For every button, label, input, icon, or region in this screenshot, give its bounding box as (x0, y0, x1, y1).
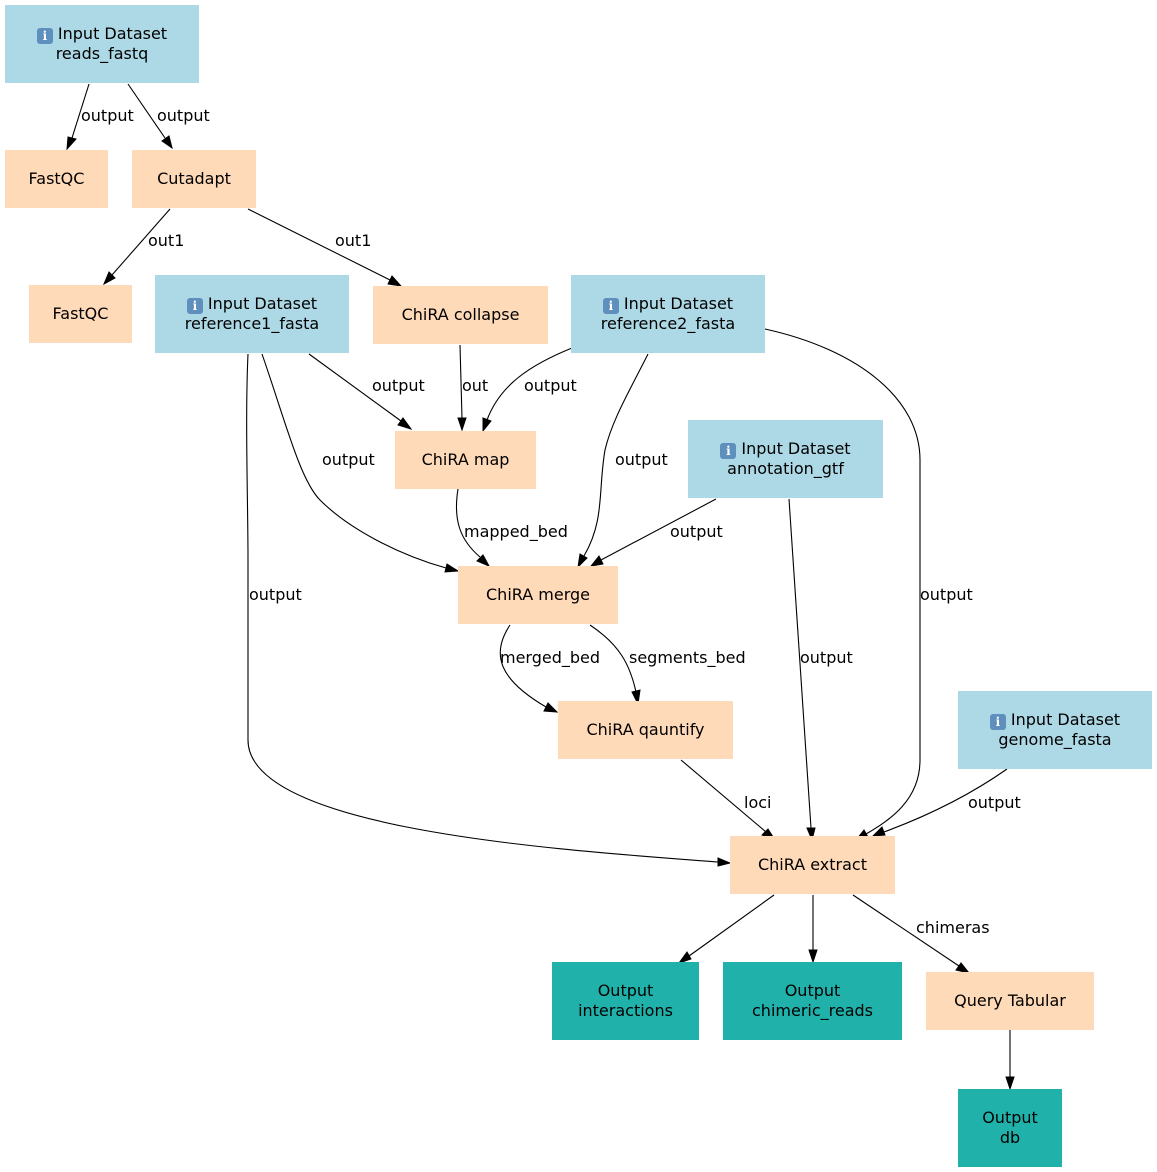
node-label: ChiRA map (421, 450, 510, 469)
node-tool-chira-map[interactable]: ChiRA map (395, 431, 536, 489)
edge-label: output (800, 648, 853, 667)
edge-quantify-to-extract: loci (680, 759, 777, 842)
edge-label: segments_bed (629, 648, 746, 668)
node-label: FastQC (28, 169, 85, 188)
edge-ref1-to-map: output (308, 353, 425, 430)
edge-label: output (157, 106, 210, 125)
node-title: Input Dataset (741, 439, 851, 458)
node-label: Cutadapt (157, 169, 231, 188)
edge-query-to-db (1005, 1030, 1015, 1091)
node-tool-fastqc-1[interactable]: FastQC (5, 150, 108, 208)
edge-label: output (920, 585, 973, 604)
node-output-interactions[interactable]: Output interactions (552, 962, 699, 1040)
node-tool-chira-merge[interactable]: ChiRA merge (458, 566, 618, 624)
edge-cutadapt-to-fastqc2: out1 (102, 208, 184, 286)
edge-label: output (249, 585, 302, 604)
node-subtitle: reference2_fasta (600, 314, 736, 333)
node-subtitle: chimeric_reads (752, 1001, 873, 1020)
edge-label: output (322, 450, 375, 469)
node-tool-chira-quantify[interactable]: ChiRA qauntify (558, 701, 733, 759)
node-label: ChiRA extract (757, 855, 867, 874)
edge-label: mapped_bed (464, 522, 568, 542)
edge-label: chimeras (916, 918, 990, 937)
edge-genome-to-extract: output (871, 768, 1021, 837)
node-output-db[interactable]: Output db (958, 1089, 1062, 1167)
node-tool-query-tabular[interactable]: Query Tabular (926, 972, 1094, 1030)
node-label: ChiRA qauntify (586, 720, 705, 739)
node-subtitle: annotation_gtf (727, 459, 844, 478)
edge-label: output (968, 793, 1021, 812)
edge-label: output (670, 522, 723, 541)
info-icon: i (602, 298, 619, 314)
node-output-chimeric-reads[interactable]: Output chimeric_reads (723, 962, 902, 1040)
node-subtitle: interactions (578, 1001, 673, 1020)
info-icon: i (36, 28, 53, 44)
edge-extract-to-query: chimeras (852, 894, 990, 974)
node-title: Input Dataset (623, 294, 734, 313)
edge-merge-to-quantify-merged: merged_bed (499, 624, 600, 713)
edge-ref2-to-extract: output (764, 328, 973, 841)
edge-merge-to-quantify-segments: segments_bed (589, 624, 746, 706)
node-tool-chira-collapse[interactable]: ChiRA collapse (373, 286, 548, 344)
node-label: ChiRA collapse (401, 305, 520, 324)
edge-label: merged_bed (500, 648, 600, 668)
node-subtitle: db (999, 1128, 1021, 1147)
node-subtitle: reference1_fasta (184, 314, 320, 333)
edge-reads-to-cutadapt: output (127, 83, 210, 150)
edge-label: out1 (148, 231, 184, 250)
edge-gtf-to-merge: output (589, 498, 723, 567)
edge-ref2-to-merge: output (577, 353, 668, 569)
node-subtitle: genome_fasta (998, 730, 1112, 749)
edge-map-to-merge: mapped_bed (455, 488, 568, 568)
node-title: Output (597, 981, 654, 1000)
node-title: Input Dataset (1010, 710, 1121, 729)
node-tool-chira-extract[interactable]: ChiRA extract (730, 836, 895, 894)
node-tool-cutadapt[interactable]: Cutadapt (132, 150, 256, 208)
node-label: Query Tabular (954, 991, 1066, 1010)
edge-ref1-to-merge: output (261, 353, 460, 573)
node-label: FastQC (52, 304, 109, 323)
edge-label: output (372, 376, 425, 395)
edge-label: output (81, 106, 134, 125)
node-tool-fastqc-2[interactable]: FastQC (29, 285, 132, 343)
edge-gtf-to-extract: output (788, 498, 853, 842)
node-title: Output (784, 981, 841, 1000)
edge-label: output (524, 376, 577, 395)
edge-reads-to-fastqc: output (66, 83, 134, 151)
node-title: Input Dataset (207, 294, 318, 313)
node-title: Input Dataset (57, 24, 168, 43)
edge-label: out1 (335, 231, 371, 250)
node-title: Output (982, 1108, 1038, 1127)
edge-collapse-to-map: out (457, 344, 488, 432)
node-label: ChiRA merge (486, 585, 590, 604)
edge-label: out (462, 376, 488, 395)
edge-label: loci (744, 793, 771, 812)
info-icon: i (720, 443, 737, 459)
info-icon: i (186, 298, 203, 314)
edge-extract-to-chimeric (808, 895, 818, 964)
edge-ref2-to-map: output (482, 347, 577, 433)
node-subtitle: reads_fastq (55, 44, 149, 63)
edge-extract-to-interactions (677, 894, 775, 964)
info-icon: i (989, 714, 1006, 730)
edge-label: output (615, 450, 668, 469)
edge-cutadapt-to-collapse: out1 (247, 208, 403, 287)
edge-ref1-to-extract: output (246, 353, 732, 867)
